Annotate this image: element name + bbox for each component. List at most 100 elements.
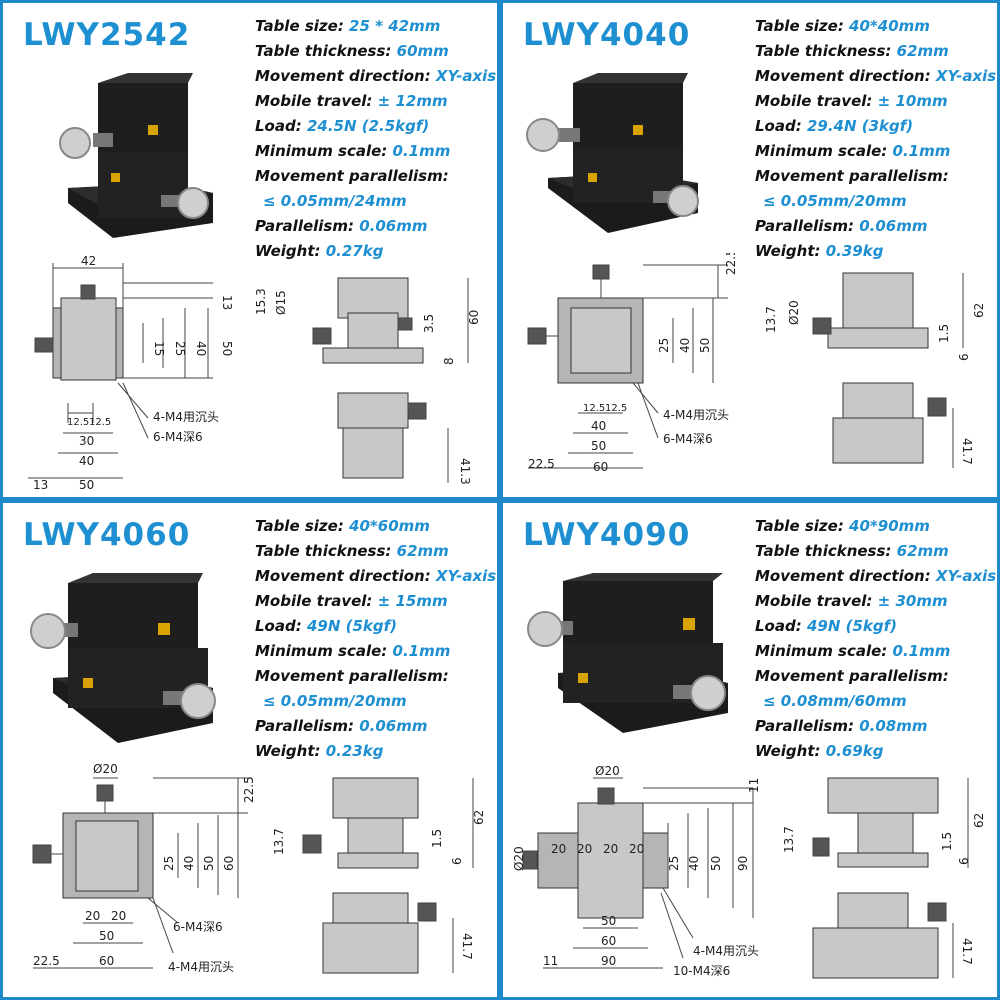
dim-label: 40 (182, 856, 196, 871)
dim-label: 20 (577, 842, 592, 856)
spec-list: Table size: 40*60mm Table thickness: 62m… (255, 514, 497, 764)
spec-row: Table thickness: 60mm (255, 42, 449, 60)
dim-label: 13 (220, 295, 234, 310)
dim-label: 20 (603, 842, 618, 856)
dim-label: 13 (33, 478, 48, 492)
product-panel-lwy4040: LWY4040 Table size: 40*40mm Table thickn… (500, 0, 1000, 500)
dim-label: 62 (472, 810, 486, 825)
dim-label: 40 (678, 338, 692, 353)
spec-row: Movement direction: XY-axis (755, 567, 997, 585)
dim-label: Ø20 (513, 846, 526, 871)
model-title: LWY4040 (523, 17, 691, 53)
spec-list: Table size: 40*90mm Table thickness: 62m… (755, 514, 997, 764)
dim-label: 6 (957, 857, 971, 865)
dim-label: 22.5 (724, 253, 738, 275)
spec-row: Movement direction: XY-axis (255, 67, 497, 85)
dim-label: 50 (220, 341, 234, 356)
dim-label: 15.3 (254, 288, 268, 315)
spec-list: Table size: 40*40mm Table thickness: 62m… (755, 14, 997, 264)
dim-label: 20 (85, 909, 100, 923)
callout-label: 10-M4深6 (673, 964, 730, 978)
dim-label: 8 (442, 357, 456, 365)
spec-row: ≤ 0.05mm/24mm (263, 192, 407, 210)
spec-row: Load: 24.5N (2.5kgf) (255, 117, 430, 135)
dim-label: 1.5 (940, 832, 954, 851)
dim-label: 50 (698, 338, 712, 353)
dim-label: 1.5 (937, 324, 951, 343)
callout-label: 6-M4深6 (663, 432, 713, 446)
dim-label: 25 (162, 856, 176, 871)
spec-row: Movement direction: XY-axis (755, 67, 997, 85)
callout-label: 4-M4用沉头 (153, 410, 219, 424)
dim-label: 12.5 (67, 417, 89, 428)
spec-row: Movement parallelism: (255, 667, 449, 685)
dim-label: 50 (601, 914, 616, 928)
spec-row: Movement direction: XY-axis (255, 567, 497, 585)
dim-label: 25 (667, 856, 681, 871)
spec-row: Movement parallelism: (255, 167, 449, 185)
product-photo (527, 573, 728, 733)
dim-label: 13.7 (782, 826, 796, 853)
spec-row: ≤ 0.08mm/60mm (763, 692, 907, 710)
spec-row: ≤ 0.05mm/20mm (263, 692, 407, 710)
spec-row: Movement parallelism: (755, 167, 949, 185)
product-photo (30, 573, 216, 743)
dim-label: 90 (601, 954, 616, 968)
dim-label: 12.5 (583, 403, 605, 414)
spec-row: Minimum scale: 0.1mm (755, 642, 951, 660)
callout-label: 4-M4用沉头 (168, 960, 234, 974)
spec-row: Table size: 40*90mm (755, 517, 930, 535)
dim-label: 12.5 (605, 403, 627, 414)
dim-label: 62 (972, 813, 986, 828)
dim-label: 60 (99, 954, 114, 968)
spec-row: Table size: 40*40mm (755, 17, 930, 35)
dim-label: 13.7 (764, 306, 778, 333)
dim-label: 25 (657, 338, 671, 353)
dim-label: 90 (736, 856, 750, 871)
dim-label: 20 (111, 909, 126, 923)
spec-row: Weight: 0.27kg (255, 242, 384, 260)
callout-label: 6-M4深6 (173, 920, 223, 934)
spec-row: Table thickness: 62mm (755, 42, 949, 60)
dim-label: 6 (450, 857, 464, 865)
spec-row: ≤ 0.05mm/20mm (763, 192, 907, 210)
model-title: LWY4090 (523, 517, 691, 553)
dim-label: 60 (593, 460, 608, 474)
spec-row: Mobile travel: ± 10mm (755, 92, 948, 110)
dim-label: 41.7 (960, 438, 974, 465)
spec-row: Table size: 40*60mm (255, 517, 430, 535)
dim-label: 11 (747, 778, 761, 793)
spec-row: Mobile travel: ± 30mm (755, 592, 948, 610)
model-title: LWY4060 (23, 517, 191, 553)
dim-label: Ø20 (787, 300, 801, 325)
spec-row: Load: 29.4N (3kgf) (755, 117, 914, 135)
technical-drawing: 42 13 50 40 25 15 12.5 12.5 30 40 50 13 … (28, 254, 481, 492)
dim-label: 22.5 (33, 954, 60, 968)
spec-row: Minimum scale: 0.1mm (755, 142, 951, 160)
spec-row: Parallelism: 0.08mm (755, 717, 928, 735)
dim-label: Ø15 (274, 290, 288, 315)
dim-label: 40 (687, 856, 701, 871)
dim-label: Ø20 (93, 762, 118, 776)
dim-label: 50 (591, 439, 606, 453)
spec-row: Weight: 0.23kg (255, 742, 384, 760)
dim-label: Ø20 (595, 764, 620, 778)
spec-row: Table thickness: 62mm (755, 542, 949, 560)
model-title: LWY2542 (23, 17, 191, 53)
product-photo (59, 73, 213, 238)
spec-row: Parallelism: 0.06mm (755, 217, 928, 235)
dim-label: 62 (972, 303, 986, 318)
technical-drawing: 22.5 25 40 50 12.5 12.5 40 50 22.5 60 13… (527, 253, 986, 474)
dim-label: 42 (81, 254, 96, 268)
dim-label: 41.7 (960, 938, 974, 965)
dim-label: 40 (79, 454, 94, 468)
dim-label: 12.5 (89, 417, 111, 428)
dim-label: 11 (543, 954, 558, 968)
dim-label: 22.5 (242, 776, 256, 803)
spec-row: Parallelism: 0.06mm (255, 217, 428, 235)
callout-label: 4-M4用沉头 (693, 944, 759, 958)
spec-row: Parallelism: 0.06mm (255, 717, 428, 735)
dim-label: 50 (202, 856, 216, 871)
dim-label: 22.5 (528, 457, 555, 471)
spec-row: Load: 49N (5kgf) (255, 617, 397, 635)
